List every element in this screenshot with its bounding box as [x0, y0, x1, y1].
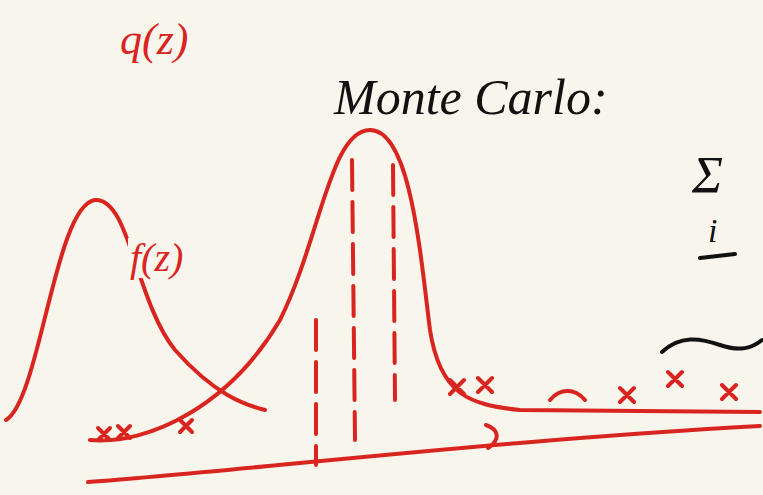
sample-crosses	[98, 420, 192, 440]
heading-note: Monte Carlo:	[332, 72, 610, 122]
underline	[700, 254, 735, 258]
sum-index: i	[706, 214, 719, 248]
sample-crosses	[450, 372, 736, 402]
sample-line	[314, 320, 318, 465]
curve-label: q(z)	[118, 18, 190, 62]
bracket	[486, 425, 497, 448]
sample-line	[393, 165, 395, 400]
q-curve	[90, 130, 760, 440]
axis-line	[88, 426, 760, 482]
sample-line	[352, 160, 355, 440]
tilde-mark	[662, 339, 762, 352]
curve-label: f(z)	[128, 238, 185, 278]
sum-symbol: Σ	[690, 150, 725, 202]
